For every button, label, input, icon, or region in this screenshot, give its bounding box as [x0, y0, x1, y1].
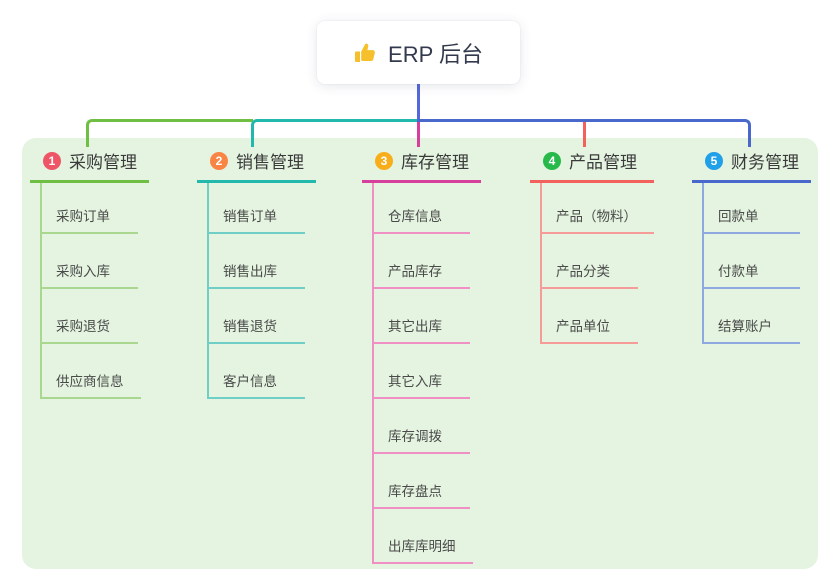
connector-root-stem — [417, 84, 420, 122]
child-node[interactable]: 付款单 — [704, 234, 800, 289]
branch-number-badge: 2 — [210, 151, 228, 170]
child-node[interactable]: 产品库存 — [374, 234, 470, 289]
branch-title: 销售管理 — [236, 153, 304, 172]
branch-children: 采购订单采购入库采购退货供应商信息 — [40, 183, 149, 399]
branch-销售管理: 2 销售管理 销售订单销售出库销售退货客户信息 — [197, 146, 316, 399]
branch-number-badge: 4 — [543, 151, 561, 170]
branch-产品管理: 4 产品管理 产品（物料）产品分类产品单位 — [530, 146, 654, 344]
child-node[interactable]: 产品单位 — [542, 289, 638, 344]
child-node[interactable]: 回款单 — [704, 183, 800, 234]
child-node[interactable]: 销售出库 — [209, 234, 305, 289]
child-node[interactable]: 库存盘点 — [374, 454, 470, 509]
child-node[interactable]: 销售订单 — [209, 183, 305, 234]
branch-title: 财务管理 — [731, 153, 799, 172]
branch-title: 产品管理 — [569, 153, 637, 172]
root-node[interactable]: ERP 后台 — [317, 21, 520, 84]
branch-children: 仓库信息产品库存其它出库其它入库库存调拨库存盘点出库库明细 — [372, 183, 481, 564]
root-title: ERP 后台 — [388, 41, 483, 67]
connector-branch2-teal — [251, 119, 419, 147]
branch-children: 产品（物料）产品分类产品单位 — [540, 183, 654, 344]
child-node[interactable]: 产品分类 — [542, 234, 638, 289]
child-node[interactable]: 采购退货 — [42, 289, 138, 344]
branch-header[interactable]: 5 财务管理 — [692, 146, 811, 183]
child-node[interactable]: 仓库信息 — [374, 183, 470, 234]
connector-branch4-drop — [583, 122, 586, 147]
branch-number-badge: 5 — [705, 151, 723, 170]
branch-title: 库存管理 — [401, 153, 469, 172]
child-node[interactable]: 出库库明细 — [374, 509, 473, 564]
branch-number-badge: 1 — [43, 151, 61, 170]
mindmap-panel — [22, 138, 818, 569]
child-node[interactable]: 其它入库 — [374, 344, 470, 399]
connector-branch5-blue — [417, 119, 751, 147]
child-node[interactable]: 采购订单 — [42, 183, 138, 234]
branch-children: 销售订单销售出库销售退货客户信息 — [207, 183, 316, 399]
branch-header[interactable]: 3 库存管理 — [362, 146, 481, 183]
child-node[interactable]: 供应商信息 — [42, 344, 141, 399]
connector-branch3-drop — [417, 122, 420, 147]
branch-children: 回款单付款单结算账户 — [702, 183, 811, 344]
branch-title: 采购管理 — [69, 153, 137, 172]
branch-库存管理: 3 库存管理 仓库信息产品库存其它出库其它入库库存调拨库存盘点出库库明细 — [362, 146, 481, 564]
child-node[interactable]: 其它出库 — [374, 289, 470, 344]
branch-header[interactable]: 2 销售管理 — [197, 146, 316, 183]
child-node[interactable]: 库存调拨 — [374, 399, 470, 454]
connector-branch1-green — [86, 119, 253, 147]
branch-header[interactable]: 1 采购管理 — [30, 146, 149, 183]
child-node[interactable]: 销售退货 — [209, 289, 305, 344]
branch-header[interactable]: 4 产品管理 — [530, 146, 654, 183]
branch-采购管理: 1 采购管理 采购订单采购入库采购退货供应商信息 — [30, 146, 149, 399]
child-node[interactable]: 结算账户 — [704, 289, 800, 344]
branch-财务管理: 5 财务管理 回款单付款单结算账户 — [692, 146, 811, 344]
child-node[interactable]: 客户信息 — [209, 344, 305, 399]
child-node[interactable]: 产品（物料） — [542, 183, 654, 234]
thumbs-up-icon — [354, 41, 378, 65]
branch-number-badge: 3 — [375, 151, 393, 170]
child-node[interactable]: 采购入库 — [42, 234, 138, 289]
